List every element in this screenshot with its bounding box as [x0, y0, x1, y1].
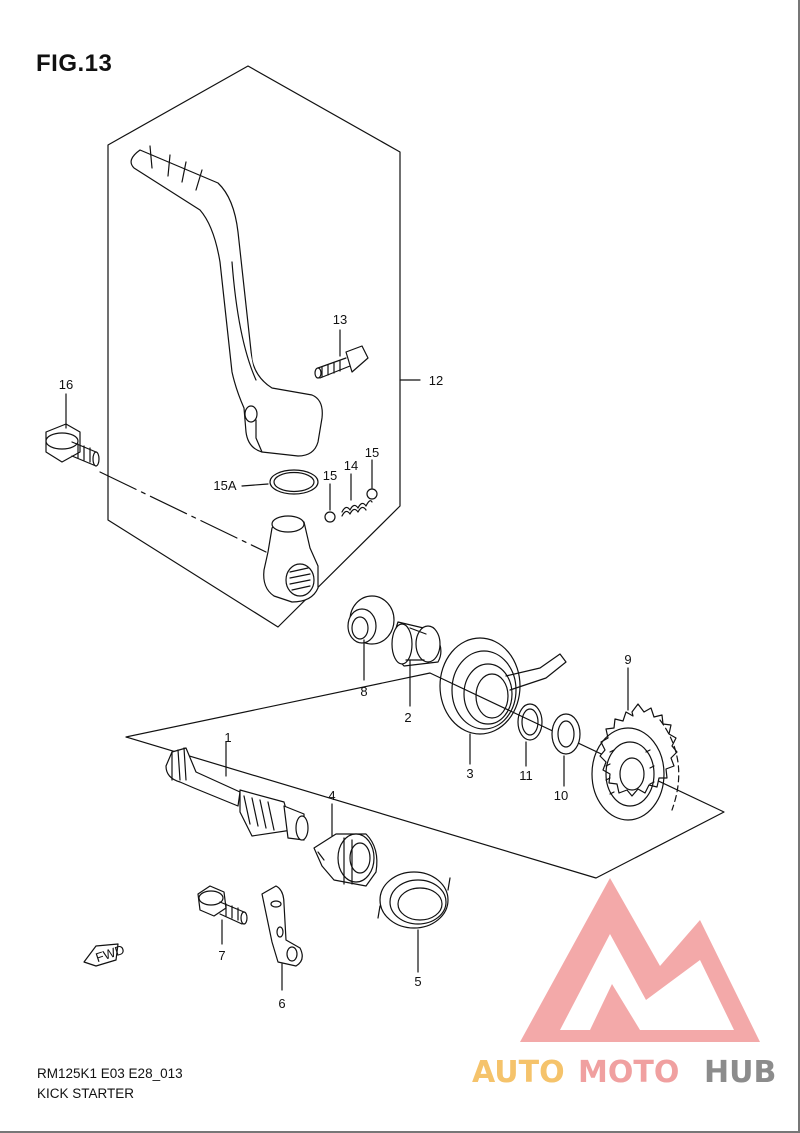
part-labels: 1 2 3 4 5 6 7 8 9 10 11 12 13 14 15 15 1…: [59, 312, 632, 1011]
washer-10: [551, 713, 581, 755]
part-label-12: 12: [429, 373, 443, 388]
ball-15-lower: [324, 511, 336, 523]
guide-2: [391, 621, 442, 667]
return-spring-3: [439, 637, 567, 735]
part-label-10: 10: [554, 788, 568, 803]
circlip-11: [517, 703, 543, 741]
watermark-hub: HUB: [704, 1055, 776, 1090]
part-label-5: 5: [414, 974, 421, 989]
part-label-15-left: 15: [323, 468, 337, 483]
part-label-15a: 15A: [213, 478, 236, 493]
part-label-7: 7: [218, 948, 225, 963]
bolt-16: [45, 423, 100, 467]
part-label-4: 4: [328, 788, 335, 803]
kick-shaft-group-box: [125, 672, 725, 879]
forward-direction-marker: [83, 943, 119, 967]
section-name: KICK STARTER: [37, 1086, 135, 1101]
spring-14: [341, 500, 373, 517]
part-label-11: 11: [519, 768, 533, 783]
bolt-13: [314, 345, 369, 379]
part-label-15-right: 15: [365, 445, 379, 460]
model-code: RM125K1 E03 E28_013: [37, 1066, 183, 1081]
kick-boss: [263, 515, 319, 603]
o-ring-15a: [269, 469, 319, 495]
ball-15-upper: [366, 488, 378, 500]
part-label-8: 8: [360, 684, 367, 699]
spring-5: [377, 871, 451, 929]
oil-seal-8: [347, 595, 395, 645]
part-label-13: 13: [333, 312, 347, 327]
kick-shaft-1: [165, 747, 309, 841]
part-label-6: 6: [278, 996, 285, 1011]
kick-idle-gear-9: [591, 703, 680, 821]
watermark-logo: [520, 878, 760, 1042]
part-label-1: 1: [224, 730, 231, 745]
watermark-auto: AUTO: [472, 1055, 565, 1090]
ratchet-4: [313, 833, 378, 887]
kick-lever: [130, 145, 323, 457]
part-label-9: 9: [624, 652, 631, 667]
watermark-moto: MOTO: [578, 1055, 679, 1090]
figure-title: FIG.13: [36, 50, 113, 77]
leader-lines: [65, 329, 629, 991]
part-label-3: 3: [466, 766, 473, 781]
part-label-2: 2: [404, 710, 411, 725]
plate-6: [261, 885, 303, 967]
part-label-14: 14: [344, 458, 358, 473]
bolt-7: [197, 885, 248, 925]
kick-lever-group-box: [107, 65, 401, 628]
watermark-text: AUTO MOTO HUB: [472, 1055, 776, 1090]
part-label-16: 16: [59, 377, 73, 392]
